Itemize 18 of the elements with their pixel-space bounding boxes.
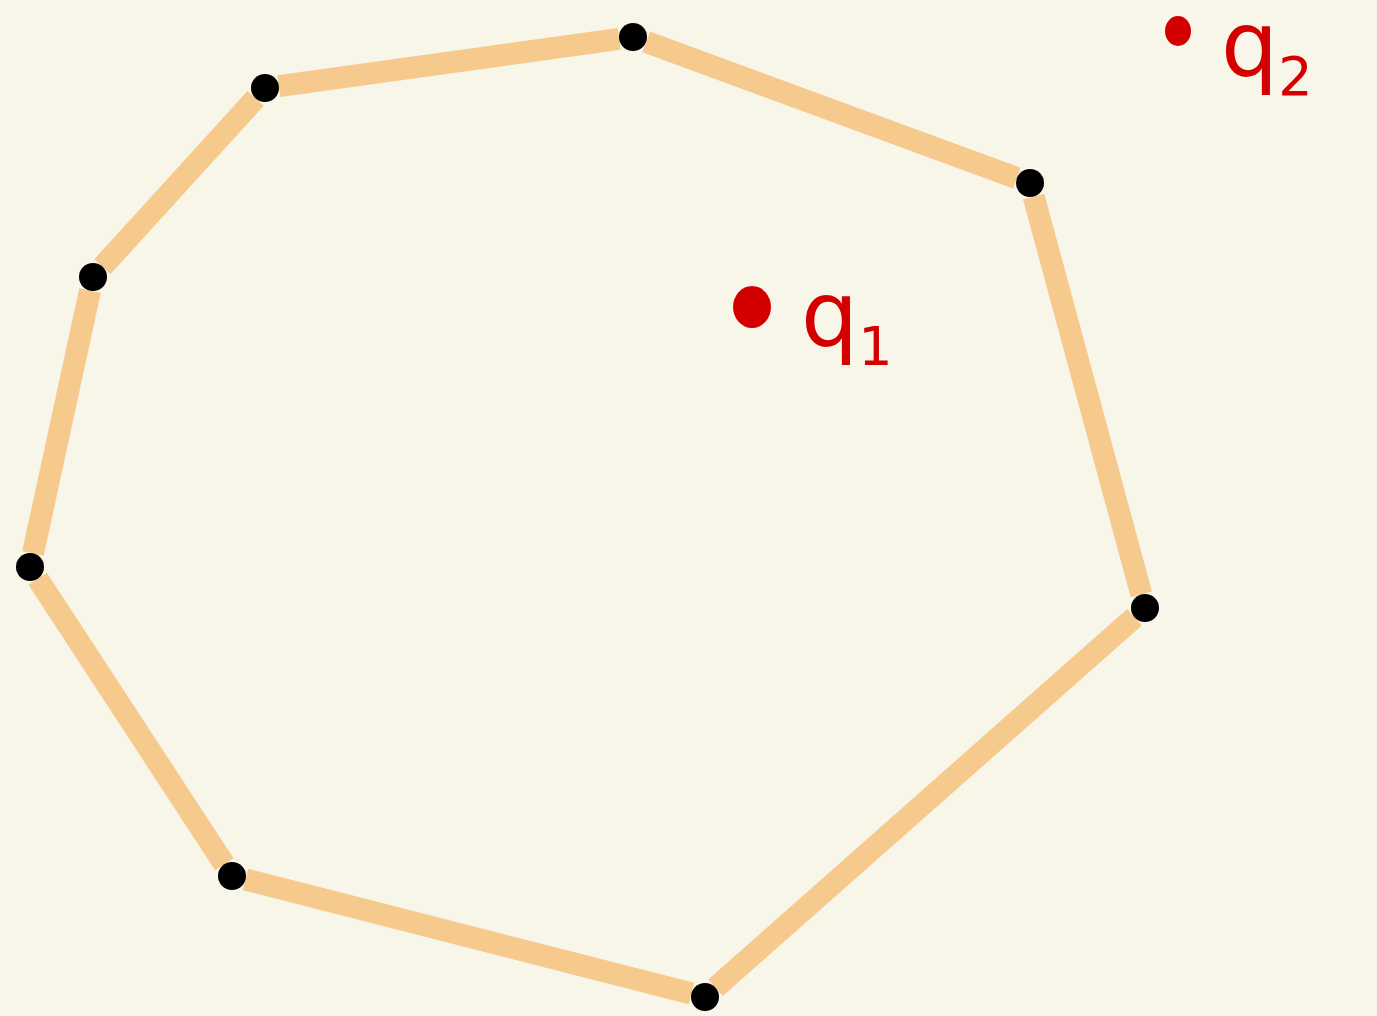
hull-edge [28, 572, 234, 871]
hull-edge [242, 868, 695, 1005]
vertex-point [1131, 594, 1159, 622]
point-label: q$_{1}$ [801, 270, 893, 374]
vertex-point [691, 983, 719, 1011]
vertex-point [79, 263, 107, 291]
vertex-point [1016, 169, 1044, 197]
vertex-point [218, 862, 246, 890]
hull-edge [94, 90, 264, 275]
hull-edge [708, 609, 1142, 996]
hull-edge [277, 28, 621, 97]
vertex-point [619, 23, 647, 51]
hull-edge [1023, 193, 1152, 598]
vertex-point [251, 74, 279, 102]
vertex-point [16, 553, 44, 581]
point-label: q$_{2}$ [1221, 0, 1313, 104]
hull-edge [22, 288, 101, 556]
hull-edge [642, 31, 1021, 189]
